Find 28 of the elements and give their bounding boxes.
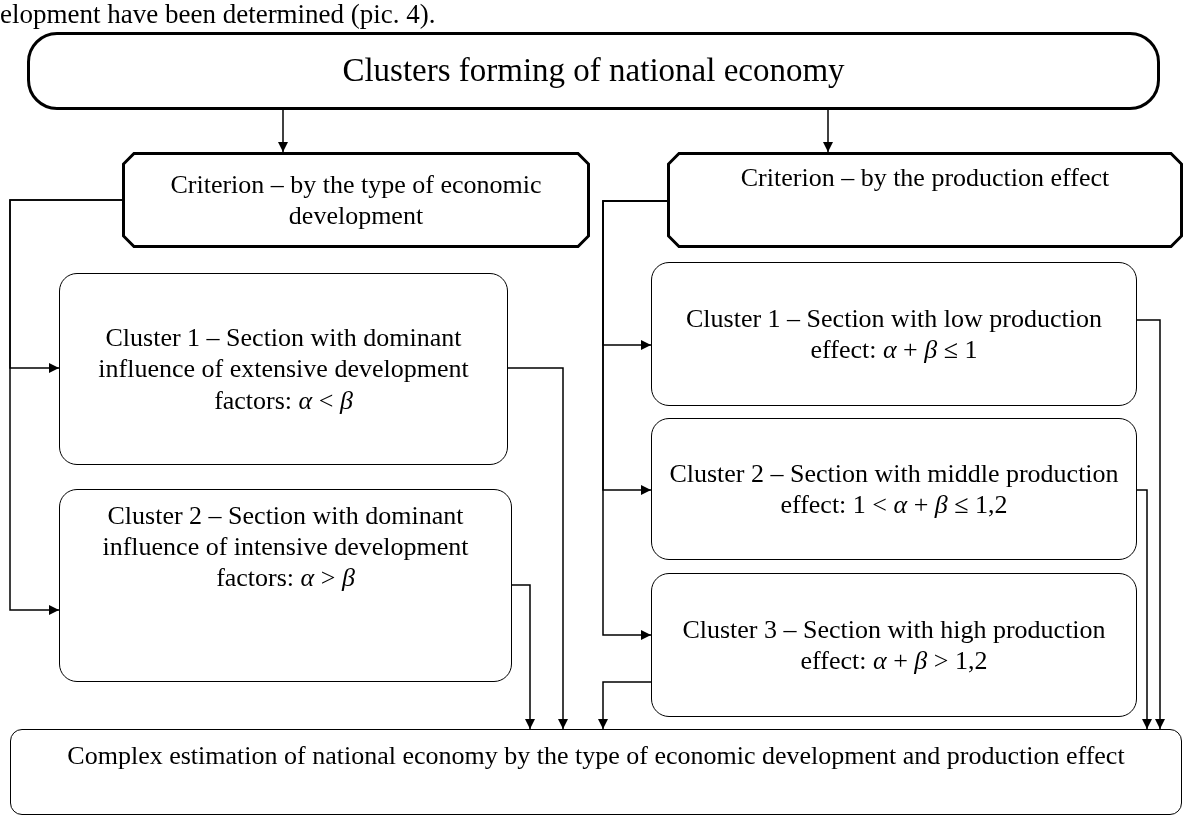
arrow [1136, 489, 1152, 730]
arrow [511, 584, 535, 730]
box-text: Cluster 2 – Section with dominant influence of intensive development factors: α > β [101, 500, 470, 594]
box-text: Criterion – by the production effect [740, 162, 1110, 194]
process-box [59, 273, 508, 465]
box-text: Complex estimation of national economy by the type of economic development and production effect [67, 740, 1125, 772]
process-box [27, 32, 1160, 110]
arrow [823, 109, 833, 153]
process-box [651, 573, 1137, 717]
process-box [59, 489, 512, 682]
box-text: Cluster 2 – Section with middle production effect: 1 < α + β ≤ 1,2 [668, 457, 1120, 521]
arrow [598, 681, 652, 730]
criterion-box [122, 152, 590, 248]
box-text: Cluster 1 – Section with low production effect: α + β ≤ 1 [685, 302, 1103, 366]
arrow [602, 200, 668, 640]
body-text: elopment have been determined (pic. 4). [0, 1, 436, 28]
process-box [651, 418, 1137, 560]
arrow [507, 367, 568, 730]
process-box [10, 729, 1182, 815]
criterion-box [667, 152, 1183, 248]
box-text: Cluster 1 – Section with dominant influence of extensive development factors: α < β [97, 322, 470, 416]
box-text: Clusters forming of national economy [342, 51, 845, 91]
process-box [651, 262, 1137, 406]
arrow [278, 109, 288, 153]
box-text: Cluster 3 – Section with high production effect: α + β > 1,2 [681, 613, 1107, 677]
arrow [9, 199, 123, 615]
arrow [1136, 319, 1165, 730]
box-text: Criterion – by the type of economic development [169, 168, 543, 232]
